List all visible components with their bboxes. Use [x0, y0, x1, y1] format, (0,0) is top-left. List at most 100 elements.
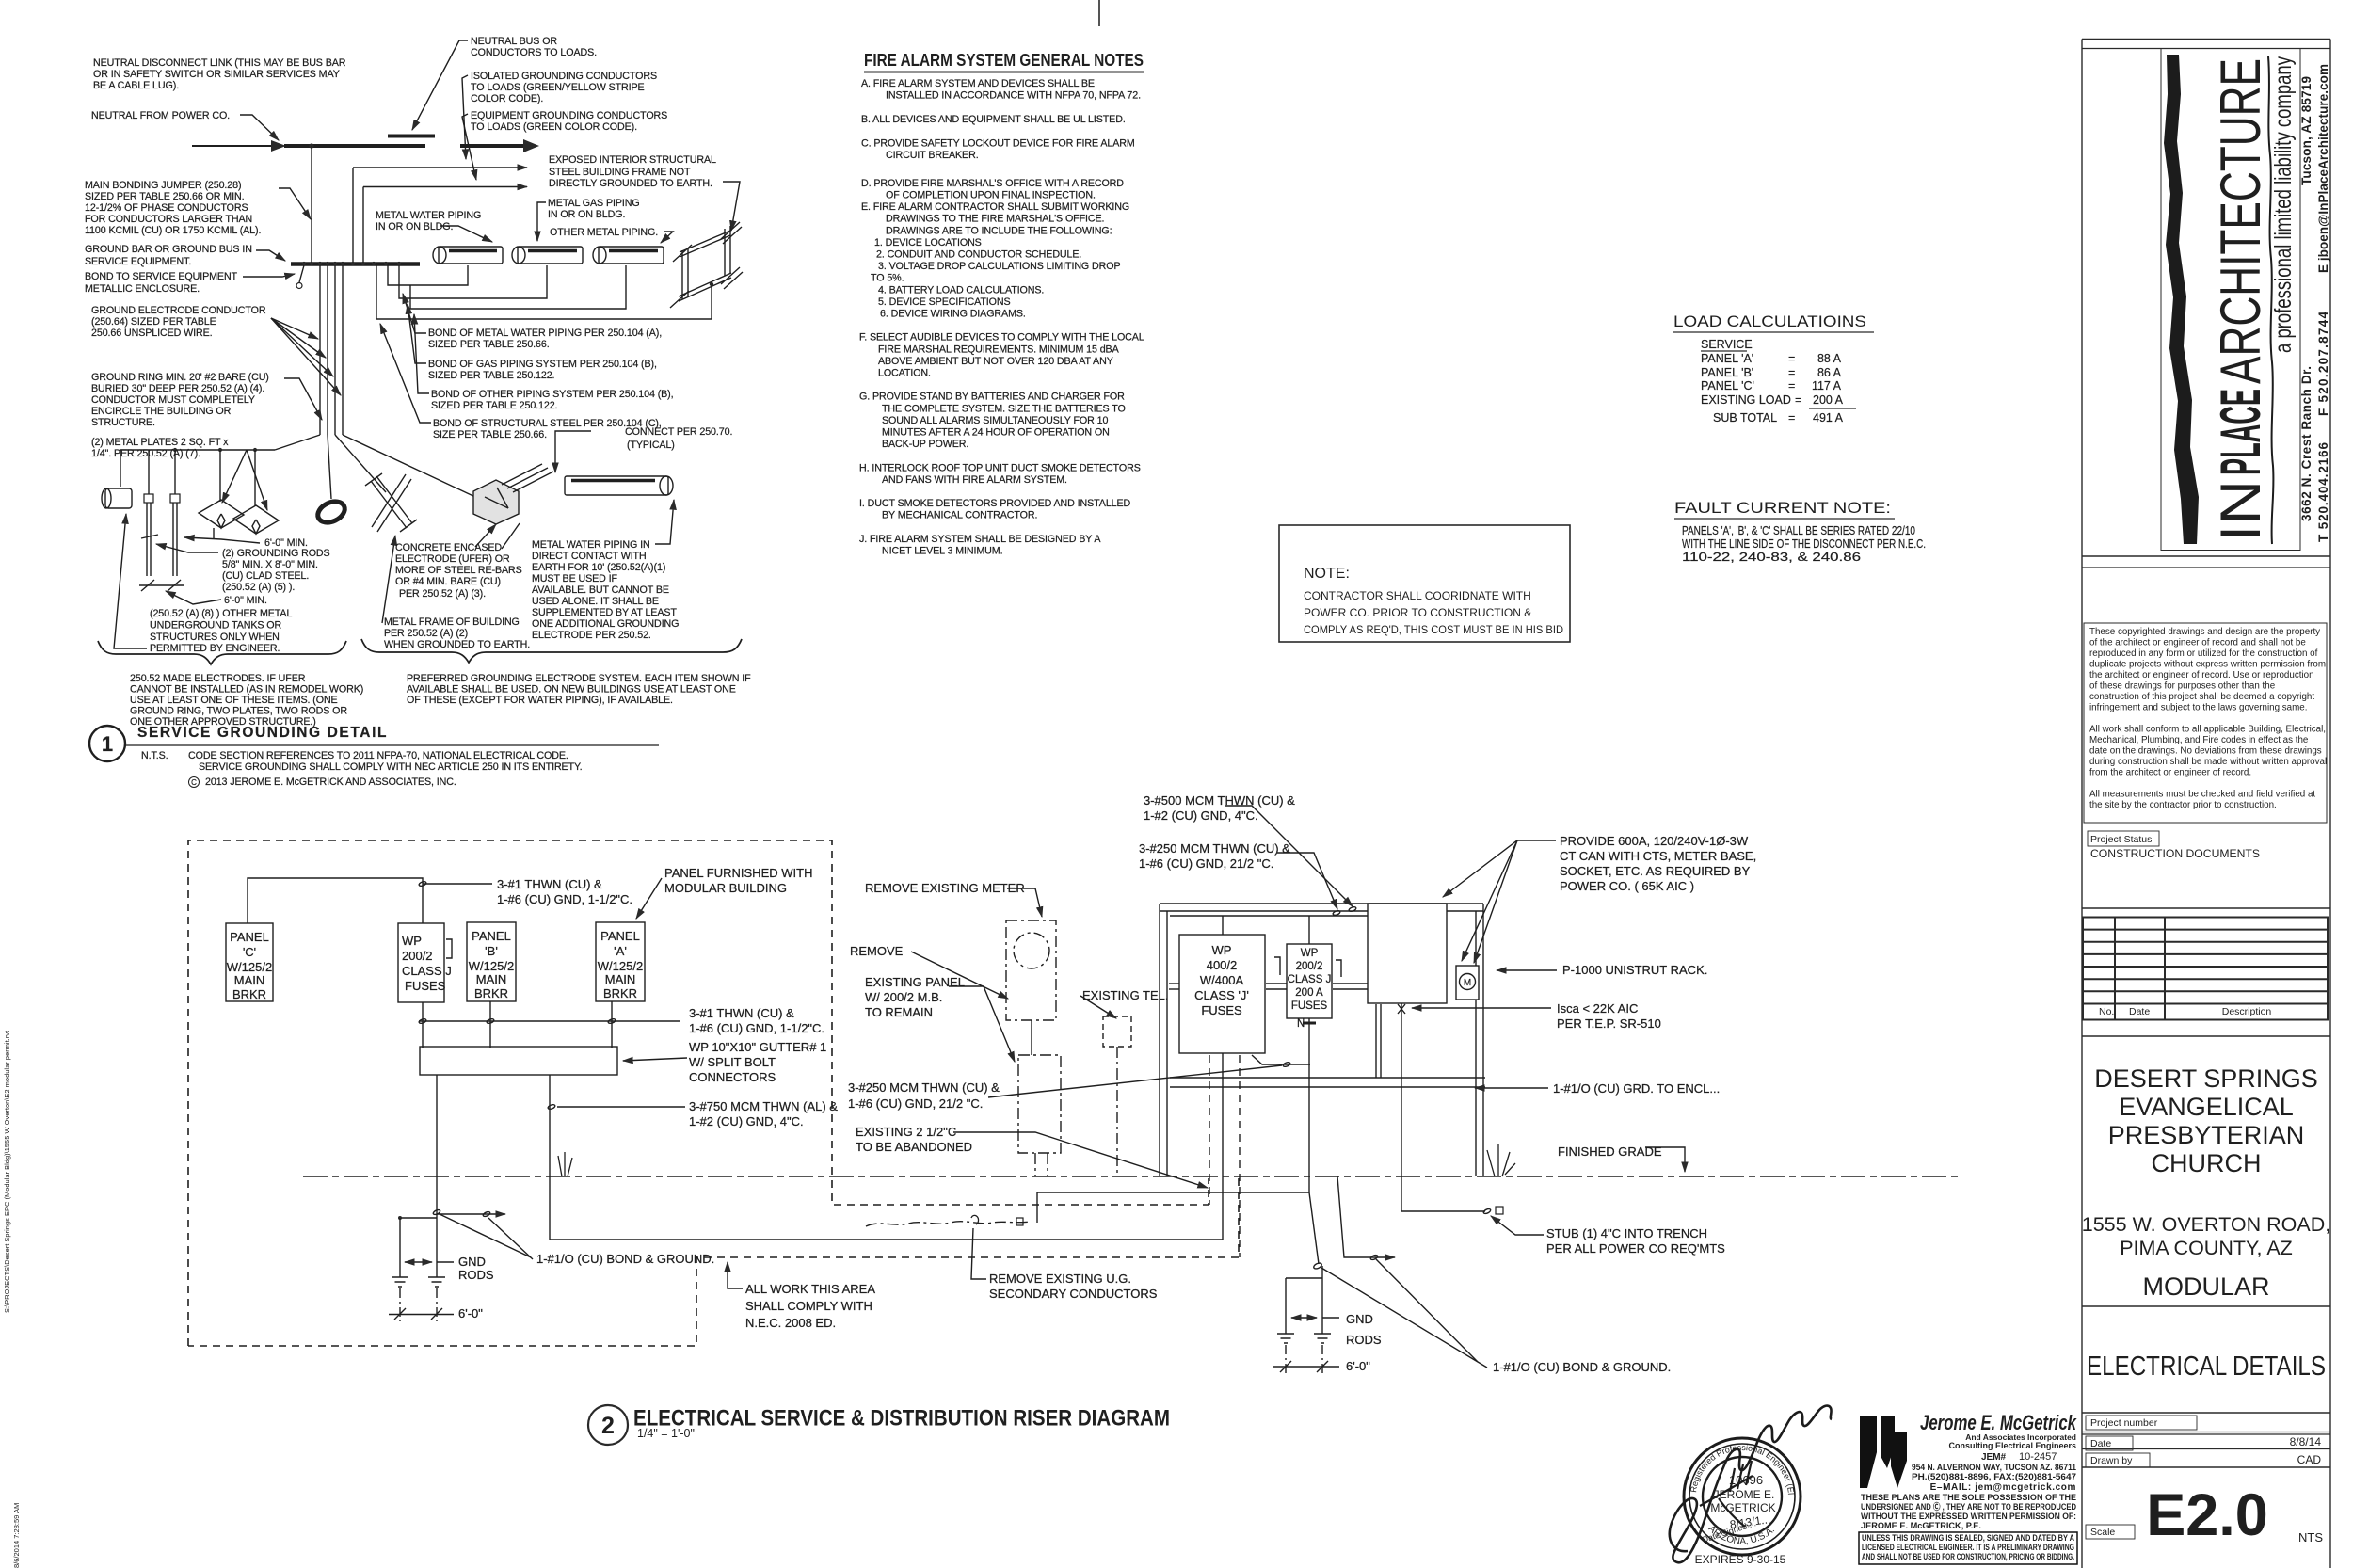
svg-text:COLOR CODE).: COLOR CODE). — [471, 93, 543, 104]
svg-text:250.66 UNSPLICED WIRE.: 250.66 UNSPLICED WIRE. — [91, 328, 212, 339]
svg-text:DRAWINGS ARE TO INCLUDE THE FO: DRAWINGS ARE TO INCLUDE THE FOLLOWING: — [886, 225, 1112, 236]
svg-text:M: M — [1464, 978, 1471, 988]
svg-text:3. VOLTAGE DROP CALCULATIONS: 3. VOLTAGE DROP CALCULATIONS LIMITING DR… — [878, 261, 1121, 272]
svg-text:OTHER METAL PIPING.: OTHER METAL PIPING. — [550, 227, 658, 238]
svg-text:GROUND ELECTRODE CONDUCTOR: GROUND ELECTRODE CONDUCTOR — [91, 305, 266, 316]
svg-text:NOTE:: NOTE: — [1304, 566, 1350, 582]
svg-text:FAULT CURRENT NOTE:: FAULT CURRENT NOTE: — [1674, 499, 1891, 517]
svg-text:W/ 200/2 M.B.: W/ 200/2 M.B. — [865, 990, 942, 1004]
svg-text:PLACE: PLACE — [2209, 389, 2272, 475]
svg-text:G. PROVIDE STAND BY BATTERIES: G. PROVIDE STAND BY BATTERIES AND CHARGE… — [859, 392, 1125, 403]
svg-text:AVAILABLE SHALL BE USED. ON N: AVAILABLE SHALL BE USED. ON NEW BUILDING… — [407, 684, 736, 696]
svg-text:EXISTING LOAD: EXISTING LOAD — [1701, 393, 1791, 407]
svg-text:REMOVE: REMOVE — [850, 944, 904, 958]
svg-text:1-#1/O (CU) BOND & GROUND.: 1-#1/O (CU) BOND & GROUND. — [1493, 1360, 1671, 1374]
svg-text:CONNECT PER 250.70.: CONNECT PER 250.70. — [625, 426, 732, 438]
svg-text:8/13/1...: 8/13/1... — [1729, 1512, 1771, 1531]
svg-text:'B': 'B' — [485, 944, 498, 958]
svg-text:AND SHALL NOT BE USED FOR CONS: AND SHALL NOT BE USED FOR CONSTRUCTION, … — [1862, 1552, 2074, 1561]
svg-text:200/2: 200/2 — [1296, 961, 1323, 972]
svg-text:6'-0": 6'-0" — [1346, 1359, 1370, 1373]
svg-text:EVANGELICAL: EVANGELICAL — [2119, 1093, 2294, 1121]
svg-text:SERVICE: SERVICE — [1701, 338, 1753, 351]
svg-text:SIZED PER TABLE 250.122.: SIZED PER TABLE 250.122. — [431, 400, 557, 411]
svg-text:CODE SECTION REFERENCES TO 201: CODE SECTION REFERENCES TO 2011 NFPA-70,… — [188, 750, 568, 761]
svg-text:METAL WATER PIPING IN: METAL WATER PIPING IN — [532, 539, 650, 551]
svg-text:from the architect or engineer: from the architect or engineer of record… — [2089, 768, 2251, 778]
svg-text:E–MAIL: jem@mcgetrick.com: E–MAIL: jem@mcgetrick.com — [1930, 1482, 2076, 1493]
svg-text:MODULAR BUILDING: MODULAR BUILDING — [664, 881, 787, 895]
svg-text:PREFERRED GROUNDING ELECTRODE: PREFERRED GROUNDING ELECTRODE SYSTEM. EA… — [407, 673, 751, 684]
svg-text:PER 250.52 (A) (2): PER 250.52 (A) (2) — [384, 628, 468, 639]
svg-text:1-#6 (CU) GND, 1-1/2"C.: 1-#6 (CU) GND, 1-1/2"C. — [497, 892, 632, 906]
svg-text:BOND OF METAL WATER PIPING PER: BOND OF METAL WATER PIPING PER 250.104 (… — [428, 328, 662, 339]
svg-text:(TYPICAL): (TYPICAL) — [627, 440, 675, 451]
svg-text:NEUTRAL FROM POWER CO.: NEUTRAL FROM POWER CO. — [91, 110, 230, 121]
svg-text:FUSES: FUSES — [405, 979, 446, 993]
svg-text:6. DEVICE WIRING DIAGRAMS.: 6. DEVICE WIRING DIAGRAMS. — [880, 309, 1026, 320]
svg-text:=: = — [1788, 352, 1795, 365]
svg-text:6'-0" MIN.: 6'-0" MIN. — [264, 537, 308, 549]
svg-text:IN OR ON BLDG.: IN OR ON BLDG. — [376, 221, 453, 232]
svg-text:400/2: 400/2 — [1207, 958, 1238, 972]
svg-text:SUPPLEMENTED BY AT LEAST: SUPPLEMENTED BY AT LEAST — [532, 607, 677, 618]
svg-text:PANEL: PANEL — [600, 929, 640, 943]
svg-text:5. DEVICE SPECIFICATIONS: 5. DEVICE SPECIFICATIONS — [878, 296, 1011, 308]
svg-text:STRUCTURE.: STRUCTURE. — [91, 417, 155, 428]
svg-text:DRAWINGS TO THE FIRE MARSHAL'S: DRAWINGS TO THE FIRE MARSHAL'S OFFICE. — [886, 214, 1104, 225]
svg-text:N: N — [1297, 1018, 1305, 1030]
svg-text:3-#750 MCM THWN (AL) &: 3-#750 MCM THWN (AL) & — [689, 1099, 838, 1113]
svg-text:JEROME E.: JEROME E. — [1714, 1488, 1775, 1501]
svg-text:C: C — [191, 778, 197, 787]
svg-text:PANEL 'A': PANEL 'A' — [1701, 352, 1753, 365]
svg-text:GROUND RING MIN. 20' #2 BARE (: GROUND RING MIN. 20' #2 BARE (CU) — [91, 372, 269, 383]
svg-text:CLASS 'J': CLASS 'J' — [1194, 988, 1249, 1002]
svg-text:THESE PLANS ARE THE SOLE: THESE PLANS ARE THE SOLE POSSESSION OF T… — [1861, 1493, 2076, 1502]
svg-text:Mechanical, Plumbing, and Fire: Mechanical, Plumbing, and Fire codes in … — [2089, 735, 2309, 745]
svg-text:Project number: Project number — [2090, 1417, 2158, 1429]
svg-text:JEROME E. McGETRICK, P.E.: JEROME E. McGETRICK, P.E. — [1861, 1521, 1981, 1530]
svg-text:(2) GROUNDING RODS: (2) GROUNDING RODS — [222, 548, 330, 559]
svg-text:3-#250 MCM THWN (CU) &: 3-#250 MCM THWN (CU) & — [848, 1080, 1000, 1095]
svg-text:W/400A: W/400A — [1200, 973, 1244, 987]
svg-text:All work shall conform to all: All work shall conform to all applicable… — [2089, 725, 2326, 735]
svg-text:W/ SPLIT BOLT: W/ SPLIT BOLT — [689, 1055, 776, 1069]
svg-text:ONE OTHER APPROVED STRUCTURE.): ONE OTHER APPROVED STRUCTURE.) — [130, 716, 316, 728]
svg-text:WP: WP — [1301, 948, 1319, 959]
svg-text:117 A: 117 A — [1812, 379, 1842, 392]
svg-text:UNLESS THIS DRAWING IS SEALED,: UNLESS THIS DRAWING IS SEALED, SIGNED AN… — [1862, 1533, 2075, 1543]
svg-text:PERMITTED BY ENGINEER.: PERMITTED BY ENGINEER. — [150, 643, 280, 654]
svg-text:250.52 MADE ELECTRODES. IF UFE: 250.52 MADE ELECTRODES. IF UFER — [130, 673, 306, 684]
svg-text:STEEL BUILDING FRAME NOT: STEEL BUILDING FRAME NOT — [549, 167, 691, 178]
svg-text:MINUTES AFTER A 24 HOUR OF OPE: MINUTES AFTER A 24 HOUR OF OPERATION ON — [882, 427, 1110, 439]
svg-text:CONDUCTORS TO LOADS.: CONDUCTORS TO LOADS. — [471, 47, 597, 58]
svg-text:CT CAN WITH CTS, METER BASE,: CT CAN WITH CTS, METER BASE, — [1560, 849, 1756, 863]
svg-text:ALL WORK THIS AREA: ALL WORK THIS AREA — [745, 1282, 875, 1296]
svg-text:'A': 'A' — [614, 944, 627, 958]
svg-text:MUST BE USED IF: MUST BE USED IF — [532, 573, 618, 584]
svg-text:2013 JEROME E. McGETRICK AND: 2013 JEROME E. McGETRICK AND ASSOCIATES,… — [205, 776, 456, 788]
svg-text:NICET LEVEL 3 MINIMUM.: NICET LEVEL 3 MINIMUM. — [882, 546, 1002, 557]
svg-text:the architect or engineer of r: the architect or engineer of record. Use… — [2089, 670, 2314, 680]
svg-text:AND FANS WITH FIRE ALARM SYSTE: AND FANS WITH FIRE ALARM SYSTEM. — [882, 474, 1067, 486]
svg-text:DESERT SPRINGS: DESERT SPRINGS — [2094, 1064, 2318, 1093]
svg-text:CLASS J: CLASS J — [402, 964, 452, 978]
svg-text:C. PROVIDE SAFETY LOCKOUT DEV: C. PROVIDE SAFETY LOCKOUT DEVICE FOR FIR… — [861, 137, 1135, 149]
svg-text:954 N. ALVERNON WAY, TUCSO: 954 N. ALVERNON WAY, TUCSON AZ. 86711 — [1912, 1463, 2076, 1472]
svg-text:(CU) CLAD STEEL.: (CU) CLAD STEEL. — [222, 570, 309, 582]
svg-text:PER ALL POWER CO REQ'MTS: PER ALL POWER CO REQ'MTS — [1546, 1241, 1725, 1256]
svg-text:of these drawings for purposes: of these drawings for purposes other tha… — [2089, 681, 2276, 692]
svg-text:PANEL 'C': PANEL 'C' — [1701, 379, 1754, 392]
svg-text:1-#6 (CU) GND, 21/2 "C.: 1-#6 (CU) GND, 21/2 "C. — [1139, 856, 1273, 871]
svg-text:These copyrighted drawings and: These copyrighted drawings and design ar… — [2089, 627, 2320, 637]
svg-text:WP: WP — [402, 934, 422, 948]
svg-text:GND: GND — [1346, 1312, 1373, 1326]
svg-text:491 A: 491 A — [1813, 411, 1844, 424]
svg-text:Jerome E. McGetrick: Jerome E. McGetrick — [1920, 1411, 2077, 1434]
svg-text:METAL WATER PIPING: METAL WATER PIPING — [376, 210, 481, 221]
svg-text:MAIN: MAIN — [476, 972, 507, 986]
svg-text:LOCATION.: LOCATION. — [878, 368, 931, 379]
svg-text:POWER CO. PRIOR TO CONSTRUCTIO: POWER CO. PRIOR TO CONSTRUCTION & — [1304, 606, 1531, 619]
svg-text:PANEL: PANEL — [472, 929, 511, 943]
svg-text:duplicate projects without exp: duplicate projects without express writt… — [2089, 660, 2326, 670]
